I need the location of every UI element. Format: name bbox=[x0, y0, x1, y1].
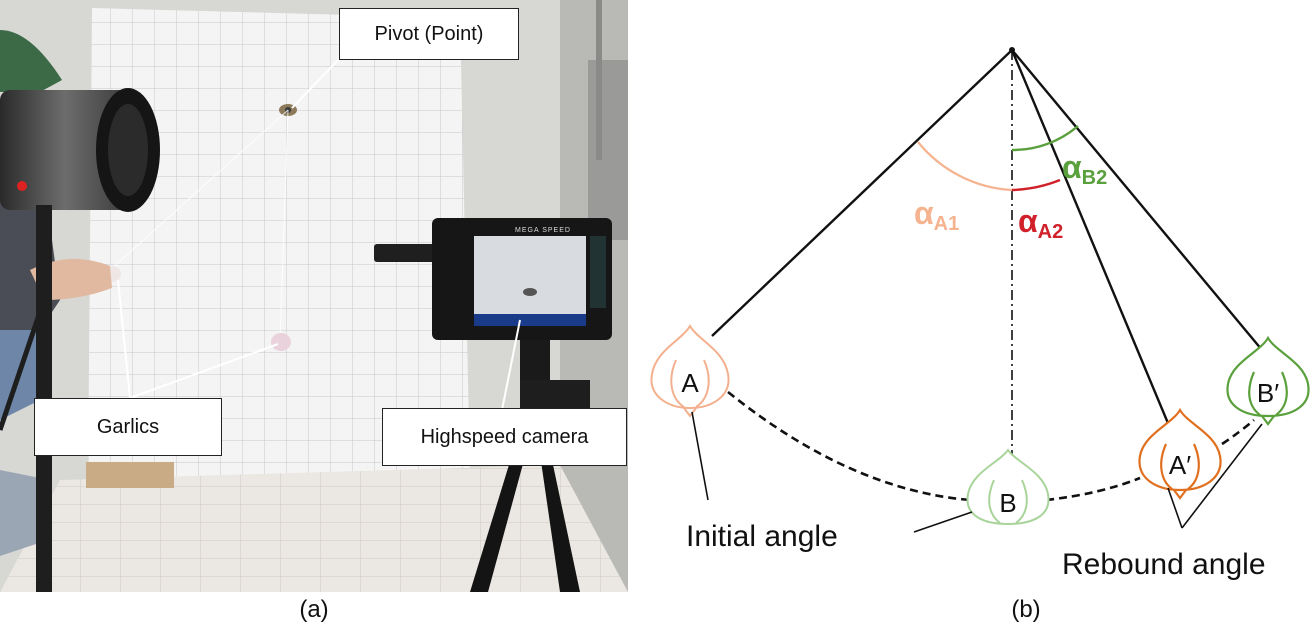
initial-angle-leader bbox=[691, 411, 709, 501]
garlics-label: Garlics bbox=[96, 415, 160, 438]
angle-label-a1: αA1 bbox=[914, 195, 959, 235]
garlic-a-prime bbox=[1138, 407, 1222, 500]
camera-label: Highspeed camera bbox=[420, 425, 589, 448]
diagram-panel: αA1 αA2 αB2 A B A′ bbox=[630, 0, 1312, 592]
garlic-a bbox=[650, 323, 730, 418]
initial-angle-label: Initial angle bbox=[686, 520, 838, 553]
pivot-dot bbox=[1009, 47, 1015, 53]
swing-path-middle bbox=[1045, 476, 1141, 502]
window-frame bbox=[588, 60, 628, 240]
angle-arc-a1 bbox=[917, 141, 1013, 192]
garlic-b-prime bbox=[1226, 335, 1310, 426]
garlic-b-label: B bbox=[999, 488, 1016, 518]
angle-arc-b2 bbox=[1011, 125, 1079, 152]
camera-brand-text: MEGA SPEED bbox=[515, 227, 571, 234]
photo-panel: MEGA SPEED Pivot (Point) Garlics Highspe… bbox=[0, 0, 628, 592]
garlic-b-prime-label: B′ bbox=[1257, 378, 1279, 408]
swing-path-left bbox=[727, 390, 971, 502]
garlics-callout: Garlics bbox=[34, 398, 222, 456]
pivot-leader bbox=[291, 57, 341, 109]
string-a bbox=[109, 109, 289, 271]
floor-grid bbox=[0, 465, 628, 592]
rebound-leader-b bbox=[1181, 423, 1263, 529]
garlic-leader-1 bbox=[117, 279, 131, 399]
pivot-callout: Pivot (Point) bbox=[339, 8, 519, 60]
garlic-leader-2 bbox=[129, 343, 279, 399]
caption-b: (b) bbox=[1011, 596, 1041, 623]
string-b-prime bbox=[1011, 49, 1263, 351]
hanging-garlic bbox=[271, 333, 291, 351]
pendulum-diagram: αA1 αA2 αB2 A B A′ bbox=[650, 47, 1310, 581]
camera-leader bbox=[501, 319, 521, 411]
initial-angle-leader-b bbox=[913, 511, 973, 533]
rebound-leader-a bbox=[1167, 487, 1183, 529]
angle-label-b2: αB2 bbox=[1062, 149, 1107, 189]
grid-board bbox=[88, 8, 470, 480]
garlic-a-prime-label: A′ bbox=[1169, 450, 1191, 480]
caption-a: (a) bbox=[299, 596, 329, 623]
angle-label-a2: αA2 bbox=[1018, 203, 1063, 243]
wood-block bbox=[86, 462, 174, 488]
garlic-a-label: A bbox=[681, 368, 699, 398]
angle-arc-a2 bbox=[1011, 178, 1061, 192]
camera-callout: Highspeed camera bbox=[382, 408, 627, 466]
string-a bbox=[711, 49, 1013, 337]
rebound-angle-label: Rebound angle bbox=[1062, 548, 1266, 581]
experiment-photo: MEGA SPEED bbox=[0, 0, 628, 592]
pivot-label: Pivot (Point) bbox=[374, 22, 484, 45]
string-a-prime bbox=[1010, 49, 1172, 429]
studio-lamp bbox=[0, 88, 160, 592]
garlic-b bbox=[966, 448, 1050, 526]
swing-path-right bbox=[1221, 419, 1255, 446]
string-b bbox=[279, 109, 289, 341]
